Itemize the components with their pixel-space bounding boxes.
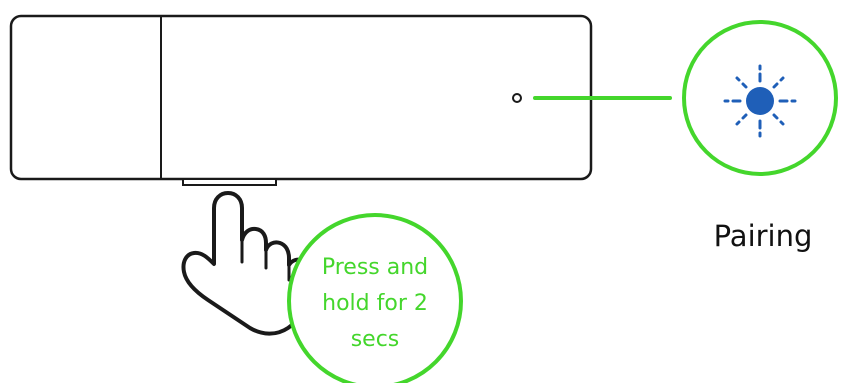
- instruction-line: hold for 2: [322, 291, 428, 316]
- led-blinking-icon: [723, 64, 797, 138]
- pairing-button-icon: [182, 178, 277, 186]
- instruction-callout-circle: [287, 213, 463, 383]
- usb-dongle-icon: [9, 14, 593, 181]
- instruction-line: secs: [350, 327, 400, 352]
- status-label: Pairing: [713, 219, 813, 253]
- device-led-hole: [512, 93, 522, 103]
- instruction-text: Press and hold for 2 secs: [300, 250, 450, 358]
- led-center: [746, 87, 774, 115]
- instruction-line: Press and: [321, 255, 429, 280]
- device-body: [9, 14, 593, 181]
